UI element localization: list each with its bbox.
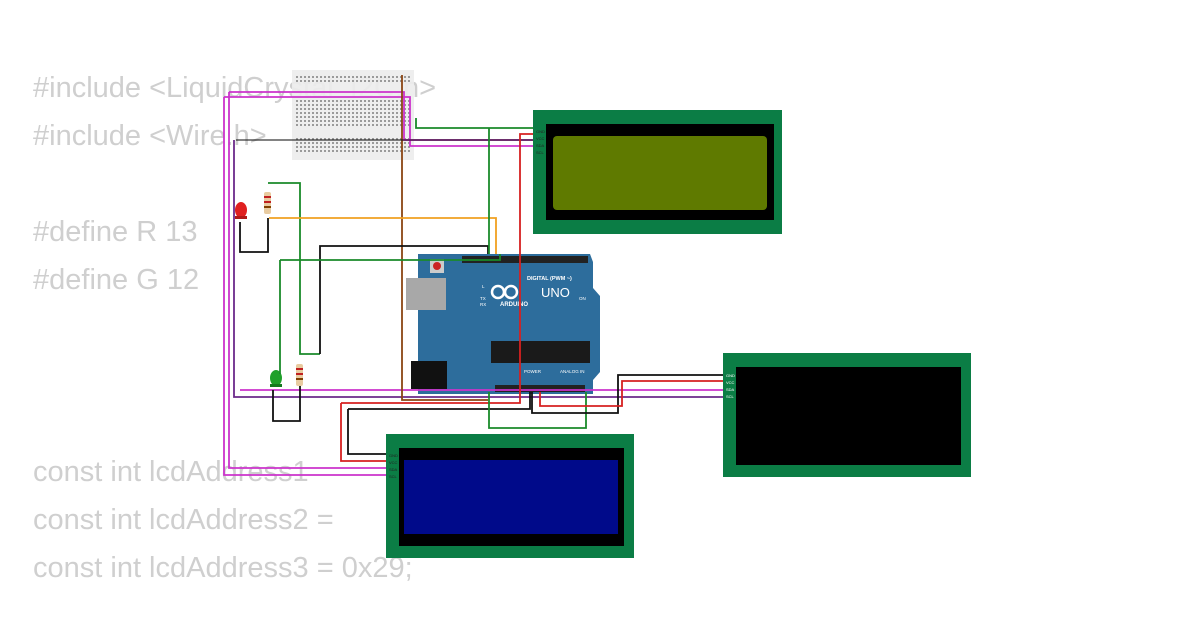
lcd-green-screen — [553, 136, 767, 210]
power-analog-header — [495, 385, 585, 392]
green-led-icon[interactable] — [270, 370, 282, 387]
lcd-green-pin-sda: SDA — [536, 143, 545, 148]
digital-pwm-label: DIGITAL (PWM ~) — [527, 276, 572, 282]
power-label: POWER — [524, 369, 542, 374]
arduino-logo-icon — [490, 284, 519, 300]
lcd-blue[interactable]: GND VCC SDA SCL — [386, 434, 634, 558]
lcd-green-pin-scl: SCL — [536, 150, 545, 155]
on-label: ON — [579, 296, 586, 301]
lcd-green-pin-gnd: GND — [536, 129, 545, 134]
code-line-4: #define G 12 — [33, 264, 200, 296]
atmega-chip — [491, 341, 590, 363]
red-led-icon[interactable] — [235, 202, 247, 219]
lcd-black-pin-scl: SCL — [726, 394, 735, 399]
lcd-blue-pin-gnd: GND — [389, 453, 398, 458]
lcd-blue-pin-vcc: VCC — [389, 460, 398, 465]
lcd-green[interactable]: GND VCC SDA SCL — [533, 110, 782, 234]
lcd-blue-pin-scl: SCL — [389, 474, 398, 479]
uno-label: UNO — [541, 285, 570, 300]
lcd-black[interactable]: GND VCC SDA SCL — [723, 353, 971, 477]
lcd-black-screen — [736, 367, 961, 465]
arduino-brand-label: ARDUINO — [500, 302, 528, 308]
tx-label: TX — [480, 296, 486, 301]
lcd-black-pin-sda: SDA — [726, 387, 735, 392]
code-line-2: #include <Wire.h> — [33, 120, 267, 152]
code-line-7: const int lcdAddress3 = 0x29; — [33, 552, 413, 584]
lcd-black-pin-gnd: GND — [726, 373, 735, 378]
lcd-blue-pin-sda: SDA — [389, 467, 398, 472]
wires — [223, 75, 723, 476]
usb-port — [406, 278, 446, 310]
breadboard-icon[interactable] — [292, 70, 414, 160]
resistor-icon-2[interactable] — [296, 364, 303, 386]
resistor-icon[interactable] — [264, 192, 271, 214]
lcd-green-pin-vcc: VCC — [536, 136, 545, 141]
power-jack — [411, 361, 447, 389]
code-line-6: const int lcdAddress2 = — [33, 504, 334, 536]
lcd-blue-screen — [404, 460, 618, 534]
arduino-uno-board[interactable]: DIGITAL (PWM ~) UNO ARDUINO ON TX RX L P… — [406, 254, 600, 394]
analog-label: ANALOG IN — [560, 369, 585, 374]
rx-label: RX — [480, 302, 486, 307]
l-label: L — [482, 284, 485, 289]
digital-header — [462, 256, 588, 263]
code-line-3: #define R 13 — [33, 216, 198, 248]
lcd-black-pin-vcc: VCC — [726, 380, 735, 385]
